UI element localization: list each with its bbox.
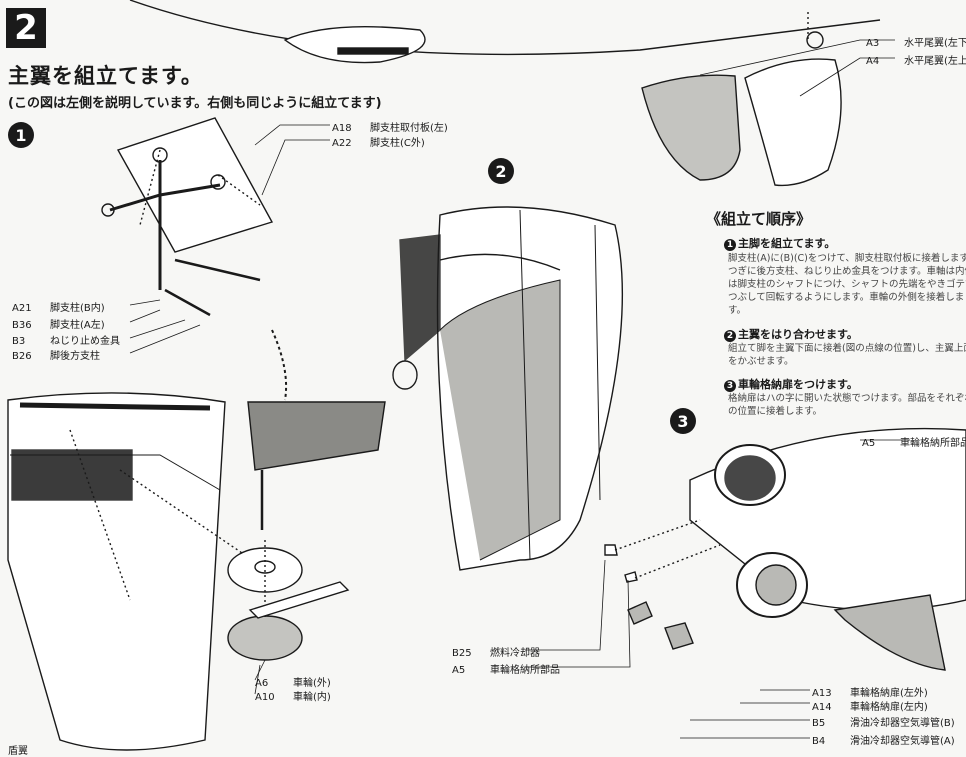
door-panel <box>833 594 946 671</box>
procedure-step-1-text: 脚支柱(A)に(B)(C)をつけて、脚支柱取付板に接着します。つぎに後方支柱、ね… <box>728 253 966 316</box>
step-number-badge: 2 <box>6 8 46 48</box>
procedure-title: 《組立て順序》 <box>706 210 812 228</box>
wheel-inner-drawing <box>227 615 303 661</box>
tail-plane-upper <box>744 58 842 187</box>
page-title: 主翼を組立てます。 <box>8 64 203 88</box>
procedure-step-2-text: 組立て脚を主翼下面に接着(図の点線の位置)し、主翼上面をかぶせます。 <box>728 343 966 367</box>
wing-slot <box>337 47 409 55</box>
fuselage-outline <box>129 0 881 56</box>
procedure-step-3-text: 格納扉はハの字に開いた状態でつけます。部品をそれぞれの位置に接着します。 <box>728 393 966 417</box>
tail-plane-lower <box>641 74 741 181</box>
wheel-well-cover <box>247 401 386 471</box>
leg-mount-plate <box>116 117 274 253</box>
footer-note: 盾翼 <box>8 746 28 757</box>
sub-step-2-marker: 2 <box>488 158 514 184</box>
soldering-iron <box>248 581 350 619</box>
sub-step-3-marker: 3 <box>670 408 696 434</box>
sub-step-1-marker: 1 <box>8 122 34 148</box>
left-wing-panel <box>7 392 226 751</box>
page-subtitle: (この図は左側を説明しています。右側も同じように組立てます) <box>8 96 382 111</box>
wing-root-fairing <box>283 25 426 64</box>
